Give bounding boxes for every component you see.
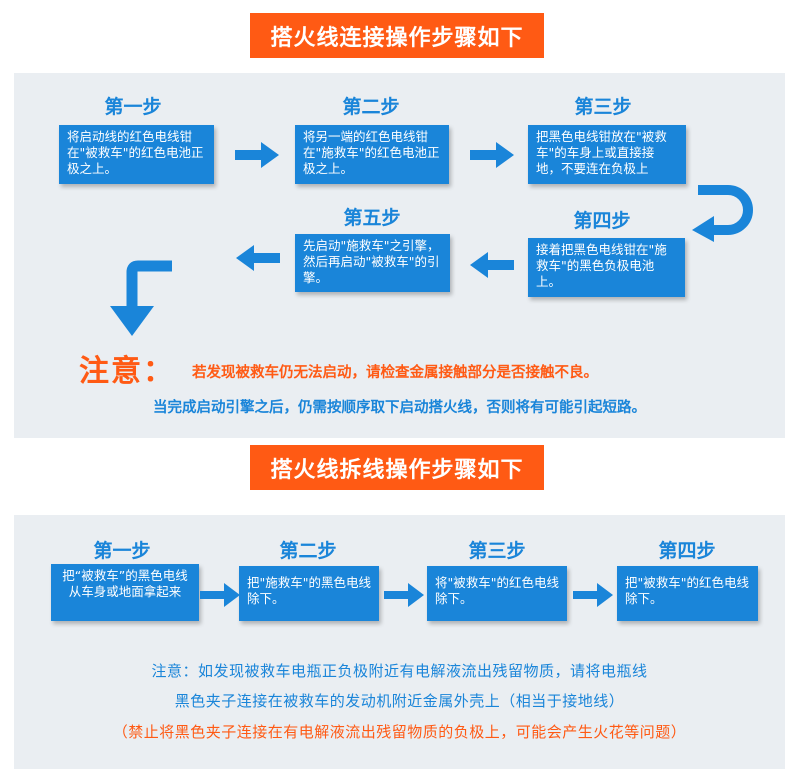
disconnect-step4-box: 把"被救车"的红色电线除下。 xyxy=(617,566,758,621)
disconnect-step4-title: 第四步 xyxy=(658,540,716,562)
connect-step5-box: 先启动"施救车"之引擎，然后再启动"被救车"的引擎。 xyxy=(295,234,450,292)
disconnect-step1-box: 把“被救车”的黑色电线从车身或地面拿起来 xyxy=(51,564,199,621)
disconnect-note-line1: 注意：如发现被救车电瓶正负极附近有电解液流出残留物质，请将电瓶线 xyxy=(151,662,648,680)
disconnect-note-line3: （禁止将黑色夹子连接在有电解液流出残留物质的负极上，可能会产生火花等问题） xyxy=(112,723,687,741)
disconnect-note-line2: 黑色夹子连接在被救车的发动机附近金属外壳上（相当于接地线） xyxy=(174,692,625,710)
connect-step2-box: 将另一端的红色电线钳在"施救车"的红色电池正极之上。 xyxy=(295,125,449,184)
bent-down-arrow-icon xyxy=(110,260,172,336)
disconnect-step2-box: 把"施救车"的黑色电线除下。 xyxy=(239,566,379,621)
connect-step1-title: 第一步 xyxy=(104,96,162,118)
arrow-left-icon xyxy=(470,252,514,278)
disconnect-step3-box: 将"被救车"的红色电线除下。 xyxy=(427,566,567,621)
disconnect-step2-title: 第二步 xyxy=(279,540,337,562)
connect-note-text: 若发现被救车仍无法启动，请检查金属接触部分是否接触不良。 xyxy=(192,365,598,381)
disconnect-step1-title: 第一步 xyxy=(93,540,151,562)
connect-note-heading: 注意： xyxy=(79,354,175,389)
connect-step3-title: 第三步 xyxy=(574,96,632,118)
arrow-right-icon xyxy=(573,583,613,607)
section2-banner: 搭火线拆线操作步骤如下 xyxy=(250,445,544,490)
section1-banner: 搭火线连接操作步骤如下 xyxy=(250,13,544,58)
disconnect-step3-title: 第三步 xyxy=(468,540,526,562)
arrow-left-icon xyxy=(236,245,280,271)
arrow-right-icon xyxy=(384,583,424,607)
connect-note-line2: 当完成启动引擎之后，仍需按顺序取下启动搭火线，否则将有可能引起短路。 xyxy=(153,400,646,416)
disconnect-steps-panel xyxy=(14,515,785,769)
connect-step2-title: 第二步 xyxy=(342,96,400,118)
connect-step3-box: 把黑色电线钳放在"被救车"的车身上或直接接地，不要连在负极上 xyxy=(528,125,686,184)
connect-step1-box: 将启动线的红色电线钳在"被救车"的红色电池正极之上。 xyxy=(59,125,214,184)
arrow-right-icon xyxy=(470,142,514,168)
connect-step4-title: 第四步 xyxy=(573,210,631,232)
u-turn-arrow-icon xyxy=(692,185,753,242)
arrow-right-icon xyxy=(235,142,279,168)
connect-step5-title: 第五步 xyxy=(343,207,401,229)
connect-step4-box: 接着把黑色电线钳在"施救车"的黑色负极电池上。 xyxy=(528,238,685,297)
arrow-right-icon xyxy=(200,583,240,607)
